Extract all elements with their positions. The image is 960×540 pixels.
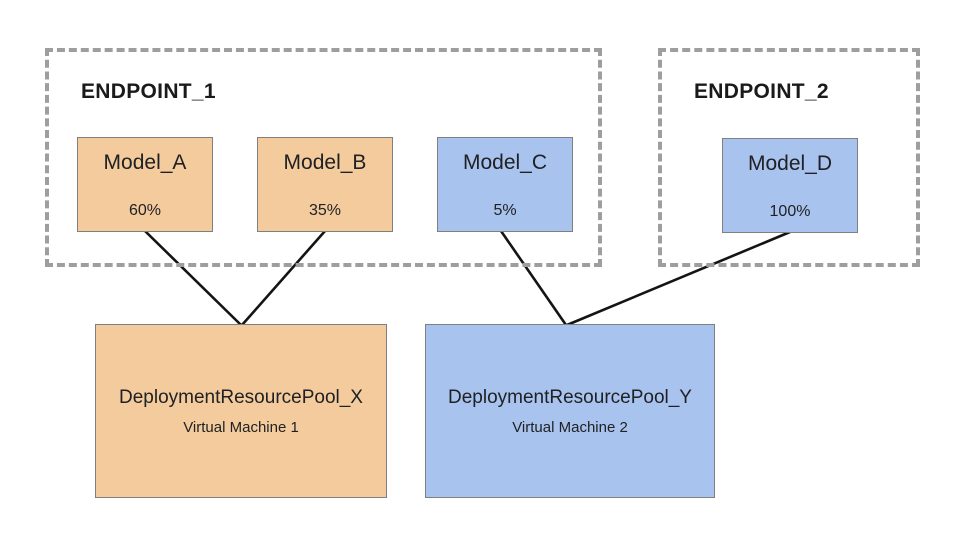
model-c-box: Model_C 5% [437,137,573,232]
pool-y-name: DeploymentResourcePool_Y [448,386,692,408]
endpoint-2-container: ENDPOINT_2 [658,48,920,267]
endpoint-1-container: ENDPOINT_1 [45,48,602,267]
model-b-traffic: 35% [308,202,342,219]
pool-x-machine: Virtual Machine 1 [183,418,299,436]
deployment-resource-pool-x-box: DeploymentResourcePool_X Virtual Machine… [95,324,387,498]
connector-model-d-pool-y [566,230,791,327]
model-d-traffic: 100% [769,203,811,220]
model-d-name: Model_D [747,152,833,175]
pool-x-name: DeploymentResourcePool_X [119,386,363,408]
model-a-traffic: 60% [128,202,162,219]
model-d-box: Model_D 100% [722,138,858,233]
connector-model-a-pool-x [144,230,242,326]
pool-y-machine: Virtual Machine 2 [512,418,628,436]
deployment-resource-pool-y-box: DeploymentResourcePool_Y Virtual Machine… [425,324,715,498]
connector-model-c-pool-y [499,230,568,326]
model-c-name: Model_C [462,151,548,174]
connector-model-b-pool-x [241,230,326,326]
model-a-box: Model_A 60% [77,137,213,232]
model-b-name: Model_B [283,151,367,174]
endpoint-1-label: ENDPOINT_1 [81,80,216,103]
model-b-box: Model_B 35% [257,137,393,232]
model-a-name: Model_A [103,151,187,174]
model-c-traffic: 5% [493,202,517,219]
endpoint-2-label: ENDPOINT_2 [694,80,829,103]
